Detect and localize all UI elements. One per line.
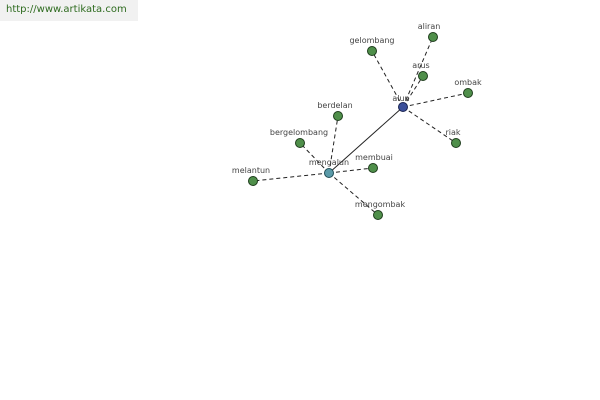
node-membuai-dot[interactable] [368,163,378,173]
node-alun-label[interactable]: alun [392,94,409,103]
graph-edges [252,36,469,216]
graph-nodes: aliran gelombang arus ombak riak berdelan berg… [232,22,482,220]
edge-mengalun-mengombak [328,172,379,216]
node-gelombang-dot[interactable] [367,46,377,56]
node-bergelombang-label[interactable]: bergelombang [270,128,328,137]
node-mengombak-label[interactable]: mengombak [355,200,406,209]
edge-alun-gelombang [371,50,404,108]
node-berdelan-dot[interactable] [333,111,343,121]
site-url[interactable]: http://www.artikata.com [0,0,138,21]
edge-alun-ombak [402,92,469,108]
node-mengalun-dot[interactable] [324,168,334,178]
node-berdelan-label[interactable]: berdelan [317,101,352,110]
edge-alun-arus [402,75,424,108]
node-aliran[interactable]: aliran [418,22,441,42]
node-arus-label[interactable]: arus [412,61,429,70]
node-riak-label[interactable]: riak [445,128,460,137]
node-ombak-dot[interactable] [463,88,473,98]
node-alun[interactable]: alun [392,94,410,112]
node-riak[interactable]: riak [445,128,461,148]
node-riak-dot[interactable] [451,138,461,148]
edge-alun-aliran [402,36,434,108]
node-bergelombang[interactable]: bergelombang [270,128,328,148]
node-aliran-dot[interactable] [428,32,438,42]
edge-mengalun-berdelan [328,115,339,174]
node-melantun[interactable]: melantun [232,166,270,186]
node-arus[interactable]: arus [412,61,430,81]
node-ombak-label[interactable]: ombak [454,78,482,87]
node-mengombak[interactable]: mengombak [355,200,406,220]
edge-alun-mengalun [328,106,404,174]
node-ombak[interactable]: ombak [454,78,482,98]
node-gelombang[interactable]: gelombang [349,36,395,56]
edge-mengalun-melantun [252,172,330,182]
node-mengalun[interactable]: mengalun [309,158,349,178]
edge-mengalun-membuai [328,167,374,174]
node-melantun-label[interactable]: melantun [232,166,270,175]
node-membuai[interactable]: membuai [355,153,393,173]
node-berdelan[interactable]: berdelan [317,101,353,121]
node-gelombang-label[interactable]: gelombang [349,36,394,45]
node-arus-dot[interactable] [418,71,428,81]
node-aliran-label[interactable]: aliran [418,22,441,31]
node-mengombak-dot[interactable] [373,210,383,220]
node-bergelombang-dot[interactable] [295,138,305,148]
node-membuai-label[interactable]: membuai [355,153,393,162]
node-alun-dot[interactable] [398,102,408,112]
edge-alun-riak [402,106,457,144]
node-mengalun-label[interactable]: mengalun [309,158,349,167]
node-melantun-dot[interactable] [248,176,258,186]
